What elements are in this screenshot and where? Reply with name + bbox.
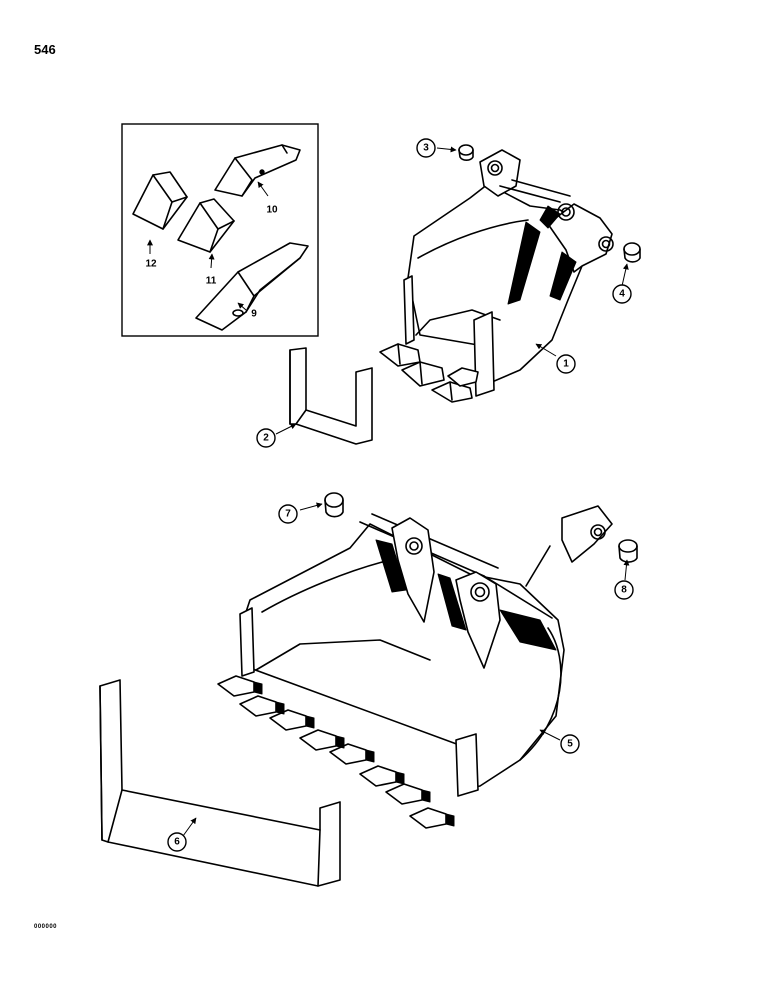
tooth-11 — [177, 198, 235, 253]
page-number: 546 — [34, 42, 56, 57]
callout-2: 2 — [256, 428, 276, 448]
label-9: 9 — [251, 309, 257, 320]
bushing-8 — [618, 539, 638, 563]
bushing-3 — [458, 144, 474, 161]
label-11: 11 — [206, 276, 217, 287]
bushing-4 — [623, 242, 641, 263]
adapter-10 — [214, 144, 301, 197]
callout-1-label: 1 — [563, 359, 569, 370]
callout-3-label: 3 — [423, 143, 429, 154]
small-bucket — [379, 149, 614, 403]
guard-2 — [289, 347, 373, 445]
callout-7: 7 — [278, 504, 298, 524]
guard-6 — [99, 679, 341, 887]
callout-3: 3 — [416, 138, 436, 158]
callout-8: 8 — [614, 580, 634, 600]
tooth-12 — [132, 171, 188, 230]
footer-code: 000000 — [34, 924, 58, 930]
callout-5-label: 5 — [567, 739, 573, 750]
bushing-7 — [324, 492, 344, 518]
side-plate — [525, 505, 613, 587]
small-bucket-teeth — [379, 343, 479, 403]
callout-2-label: 2 — [263, 433, 269, 444]
large-bucket-teeth — [217, 675, 455, 829]
callout-5: 5 — [560, 734, 580, 754]
adapter-9 — [195, 242, 309, 331]
callout-8-label: 8 — [621, 585, 627, 596]
callout-7-label: 7 — [285, 509, 291, 520]
callout-4-label: 4 — [619, 289, 625, 300]
large-bucket — [217, 513, 565, 829]
callout-6-label: 6 — [174, 837, 180, 848]
callout-6: 6 — [167, 832, 187, 852]
inset-box: 10 11 12 9 — [121, 123, 319, 337]
label-12: 12 — [145, 259, 157, 270]
callout-4: 4 — [612, 284, 632, 304]
label-10: 10 — [266, 205, 278, 216]
callout-1: 1 — [556, 354, 576, 374]
